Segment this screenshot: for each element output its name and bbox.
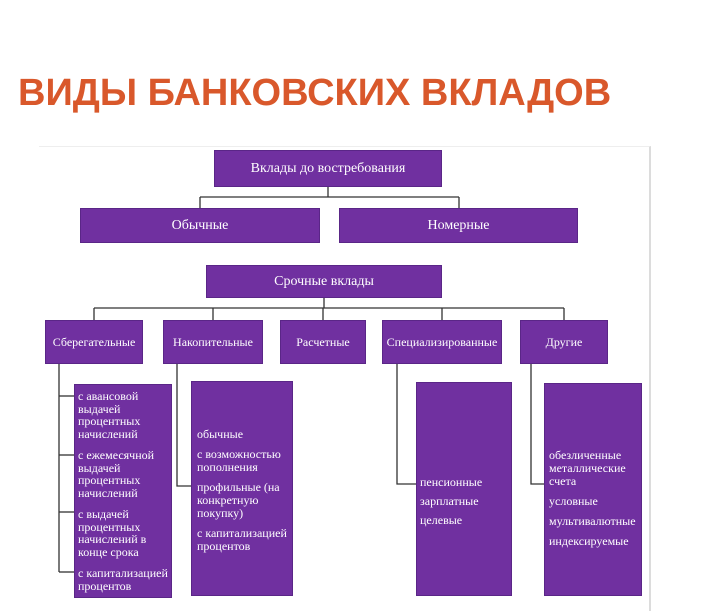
- connector-accumulative-detail: [176, 364, 191, 487]
- detail-item: индексируемые: [549, 534, 629, 548]
- detail-item: с ежемесячной выдачей процентных начисле…: [78, 448, 155, 500]
- category-specialized: Специализированные: [382, 320, 502, 364]
- slide-title: ВИДЫ БАНКОВСКИХ ВКЛАДОВ: [18, 72, 612, 114]
- demand-deposits-box: Вклады до востребования: [214, 150, 442, 187]
- detail-item: профильные (на конкретную покупку): [197, 480, 280, 520]
- demand-type-ordinary: Обычные: [80, 208, 320, 243]
- detail-item: мультивалютные: [549, 514, 636, 528]
- other-detail-list: обезличенные металлические счета условны…: [549, 449, 641, 548]
- detail-item: обычные: [197, 427, 244, 441]
- connector-specialized-detail: [396, 364, 416, 485]
- detail-item: зарплатные: [420, 494, 479, 508]
- detail-item: пенсионные: [420, 475, 483, 489]
- category-other: Другие: [520, 320, 608, 364]
- category-savings: Сберегательные: [45, 320, 143, 364]
- savings-detail-box: с авансовой выдачей процентных начислени…: [74, 384, 172, 598]
- detail-item: обезличенные металлические счета: [549, 448, 626, 488]
- detail-item: с авансовой выдачей процентных начислени…: [78, 389, 141, 441]
- term-deposits-box: Срочные вклады: [206, 265, 442, 298]
- category-accumulative: Накопительные: [163, 320, 263, 364]
- savings-detail-list: с авансовой выдачей процентных начислени…: [78, 390, 171, 592]
- detail-item: с выдачей процентных начислений в конце …: [78, 507, 147, 559]
- detail-item: с капитализацией процентов: [197, 526, 287, 553]
- accumulative-detail-box: обычные с возможностью пополнения профил…: [191, 381, 293, 596]
- detail-item: целевые: [420, 513, 463, 527]
- detail-item: условные: [549, 494, 598, 508]
- other-detail-box: обезличенные металлические счета условны…: [544, 383, 642, 596]
- specialized-detail-box: пенсионные зарплатные целевые: [416, 382, 512, 596]
- connector-other-detail: [530, 364, 544, 485]
- specialized-detail-list: пенсионные зарплатные целевые: [420, 476, 511, 527]
- detail-item: с возможностью пополнения: [197, 447, 281, 474]
- detail-item: с капитализацией процентов: [78, 566, 168, 593]
- demand-type-numbered: Номерные: [339, 208, 578, 243]
- accumulative-detail-list: обычные с возможностью пополнения профил…: [197, 428, 292, 553]
- category-settlement: Расчетные: [280, 320, 366, 364]
